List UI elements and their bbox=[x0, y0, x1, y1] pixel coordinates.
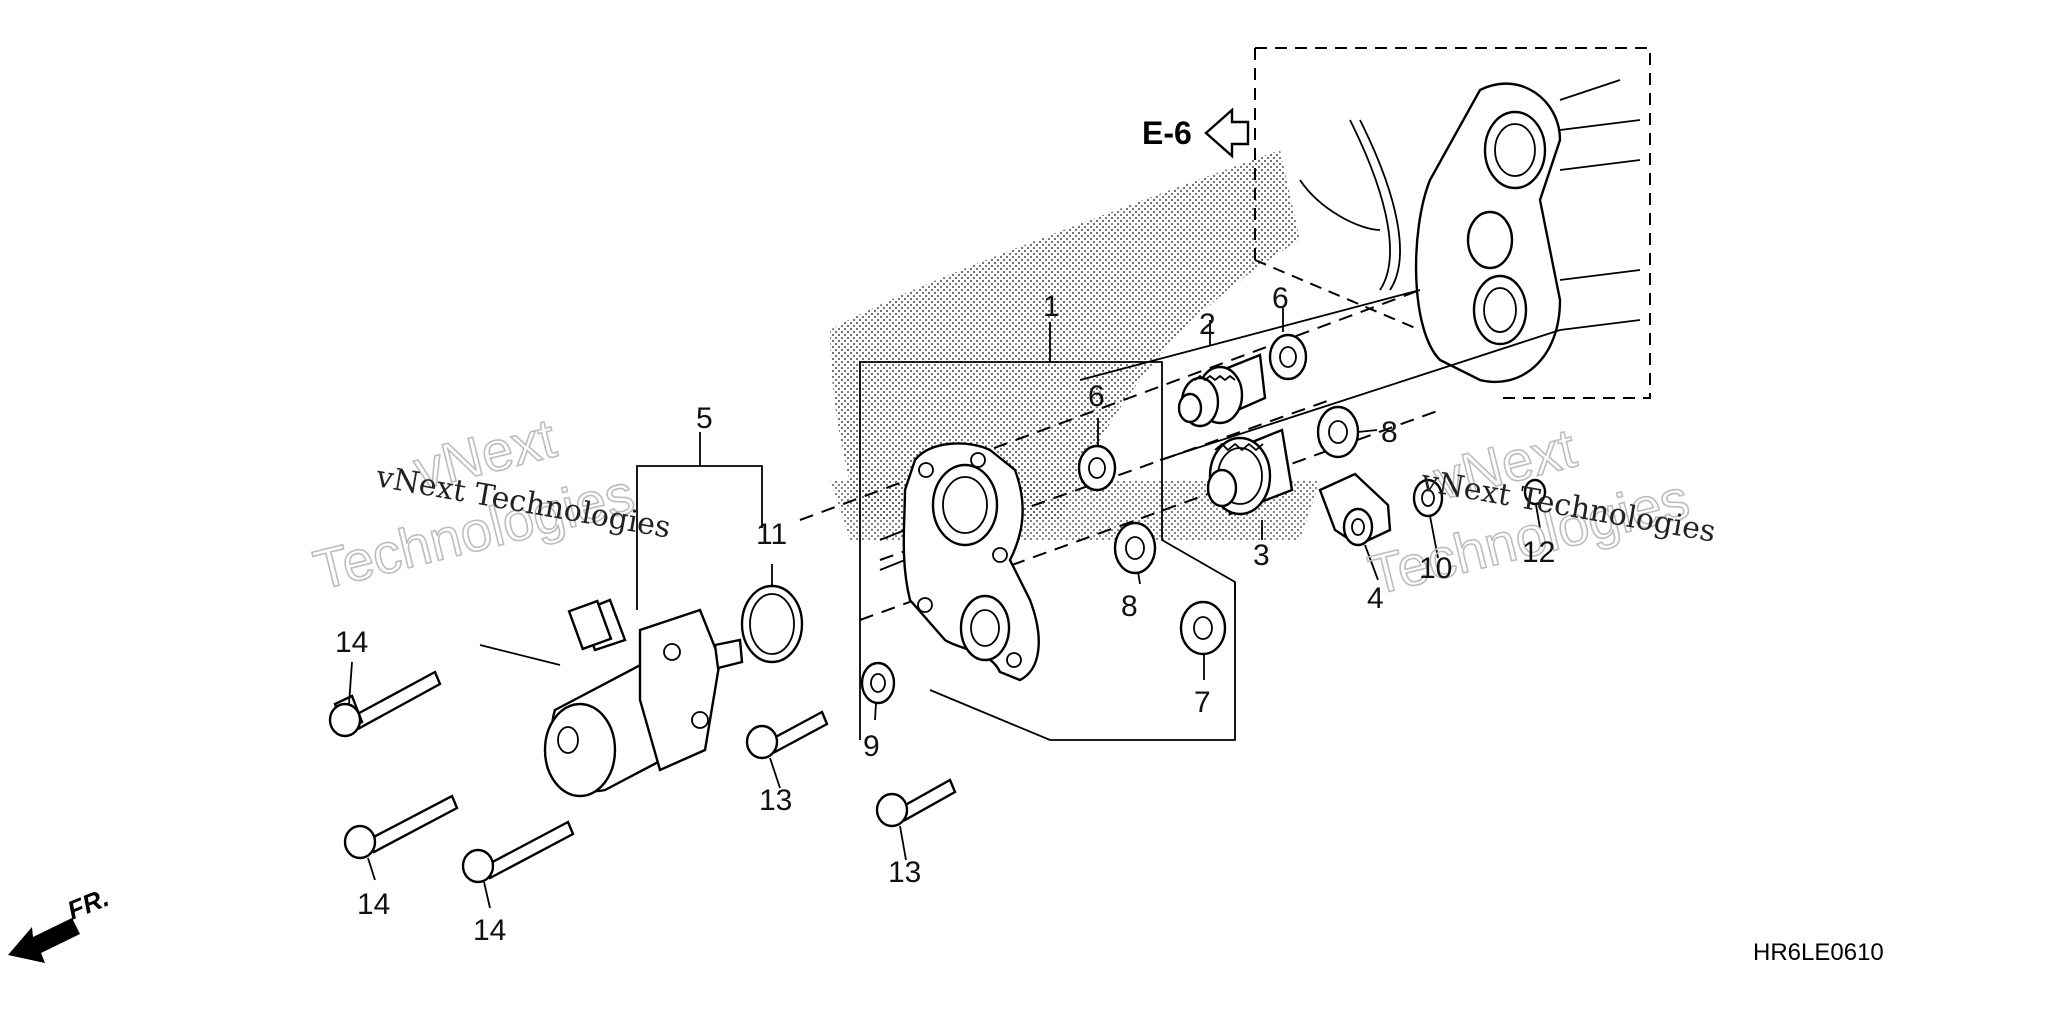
callouts: 1 2 3 4 5 6 6 7 8 8 9 10 11 12 13 13 14 … bbox=[335, 282, 1555, 947]
callout-1: 1 bbox=[1043, 290, 1060, 323]
assembly-bracket-5 bbox=[636, 432, 763, 610]
callout-4: 4 bbox=[1367, 582, 1384, 615]
callout-13-right: 13 bbox=[888, 856, 921, 889]
bearing-8-lower bbox=[1113, 521, 1157, 575]
gear-case-cover bbox=[879, 442, 1040, 682]
reference-arrow: E-6 bbox=[1142, 107, 1250, 159]
callout-12: 12 bbox=[1522, 536, 1555, 569]
callout-7: 7 bbox=[1194, 686, 1211, 719]
washer-9 bbox=[860, 661, 896, 705]
callout-3: 3 bbox=[1253, 539, 1270, 572]
housing-inset bbox=[1254, 47, 1651, 399]
callout-11: 11 bbox=[756, 518, 787, 551]
front-arrow-icon bbox=[8, 918, 80, 963]
shift-arm-4 bbox=[1318, 472, 1392, 547]
hollow-left-arrow-icon bbox=[1204, 107, 1250, 159]
gear-3 bbox=[1206, 428, 1294, 516]
reference-label: E-6 bbox=[1142, 115, 1192, 151]
callout-8-lower: 8 bbox=[1121, 590, 1138, 623]
assembly-bracket-1 bbox=[859, 322, 1236, 741]
callout-14-middle: 14 bbox=[357, 888, 390, 921]
washer-10 bbox=[1412, 478, 1444, 518]
callout-14-upper: 14 bbox=[335, 626, 368, 659]
bearing-6-lower bbox=[1077, 444, 1117, 492]
bearing-6-upper bbox=[1268, 333, 1308, 381]
callout-9: 9 bbox=[863, 730, 880, 763]
washer-12 bbox=[1523, 478, 1547, 506]
diagram-code: HR6LE0610 bbox=[1753, 939, 1884, 966]
callout-6-lower: 6 bbox=[1088, 380, 1105, 413]
callout-10: 10 bbox=[1419, 552, 1452, 585]
callout-14-lower: 14 bbox=[473, 914, 506, 947]
bolt-13-right bbox=[875, 778, 957, 828]
o-ring-11 bbox=[740, 584, 804, 664]
callout-2: 2 bbox=[1199, 308, 1216, 341]
leader-lines bbox=[348, 308, 1541, 909]
bolt-14-middle bbox=[343, 794, 459, 860]
callout-6-upper: 6 bbox=[1272, 282, 1289, 315]
front-direction: FR. bbox=[8, 882, 113, 963]
motor-assembly bbox=[479, 598, 744, 798]
bearing-8-upper bbox=[1316, 405, 1360, 459]
bolt-14-lower bbox=[461, 820, 575, 884]
bolt-13-left bbox=[745, 710, 829, 760]
gear-2 bbox=[1177, 353, 1267, 428]
bolt-14-upper bbox=[328, 670, 442, 738]
callout-13-left: 13 bbox=[759, 784, 792, 817]
callout-5: 5 bbox=[696, 402, 713, 435]
callout-8-upper: 8 bbox=[1381, 416, 1398, 449]
bearing-7 bbox=[1179, 600, 1227, 656]
